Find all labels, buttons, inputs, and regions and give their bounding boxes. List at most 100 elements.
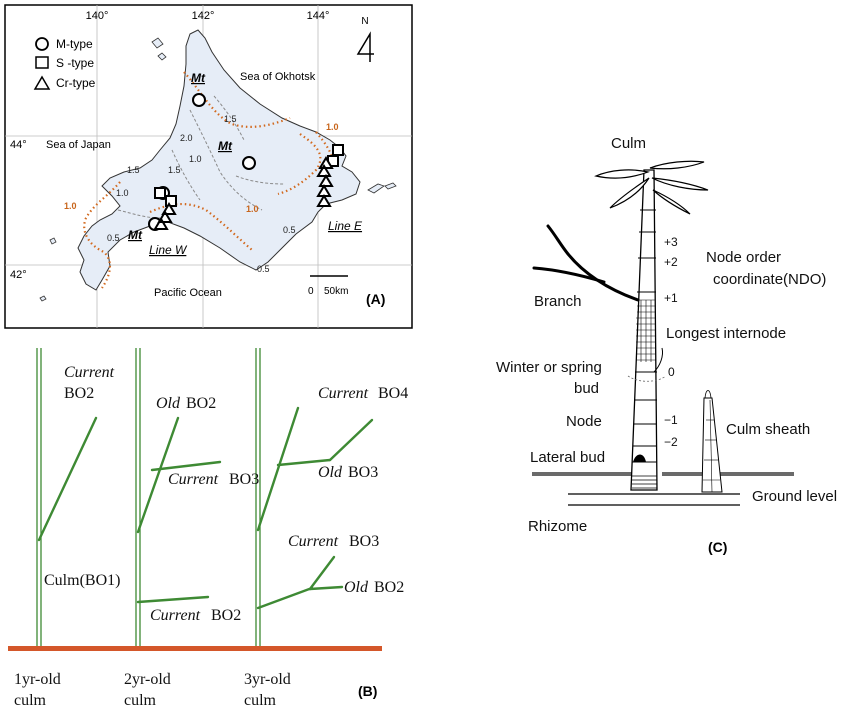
legend-label-cr: Cr-type xyxy=(56,76,96,90)
line-e-label: Line E xyxy=(328,219,363,233)
panel-c-culm: Culm Node order coordinate(NDO) Branch L… xyxy=(496,135,837,555)
side-branch xyxy=(532,224,640,302)
label-old-bo3: Old xyxy=(318,464,343,481)
label-old-culm2: Old xyxy=(156,395,181,412)
label-current-bo2-culm2: Current xyxy=(150,607,201,624)
winter-bud-label-2: bud xyxy=(574,380,599,397)
contour-label: 1.5 xyxy=(168,165,181,175)
ndo-minus1: −1 xyxy=(664,413,678,427)
node-order-label-2: coordinate(NDO) xyxy=(713,271,826,288)
north-arrow-icon xyxy=(356,31,374,62)
contour-label: 0.5 xyxy=(257,264,270,274)
label-bo2-culm2: BO2 xyxy=(186,395,216,412)
ndo-values: +3 +2 +1 0 −1 −2 xyxy=(664,235,678,449)
contour-label: 2.0 xyxy=(180,133,193,143)
contour-label-orange: 1.0 xyxy=(246,204,259,214)
branch-labels: Current BO2 Old BO2 Current BO3 Current … xyxy=(14,364,408,709)
mt-label-north: Mt xyxy=(191,71,206,85)
legend-square-icon xyxy=(35,56,49,69)
branches xyxy=(37,406,374,610)
lat-label-42: 42° xyxy=(10,269,27,281)
lon-label-144: 144° xyxy=(307,10,330,22)
orange-contours xyxy=(83,71,336,289)
label-current-bo2-culm1: Current xyxy=(64,364,115,381)
ndo-zero: 0 xyxy=(668,365,675,379)
contour-label: 0.5 xyxy=(283,225,296,235)
longest-internode-grid xyxy=(636,299,656,362)
rhizome-label: Rhizome xyxy=(528,518,587,535)
bud-arc xyxy=(627,375,667,382)
site-square-icon xyxy=(165,195,177,207)
node-label: Node xyxy=(566,413,602,430)
label-current-bo3-culm3: Current xyxy=(288,533,339,550)
label-bo3-culm3b: BO3 xyxy=(349,533,379,550)
label-current-bo3-culm2: Current xyxy=(168,471,219,488)
culm-sheath-icon xyxy=(701,397,723,493)
sea-japan-label: Sea of Japan xyxy=(46,139,111,151)
lateral-bud-icon xyxy=(633,454,646,462)
contour-label-orange: 1.0 xyxy=(64,201,77,211)
label-bo2-culm3: BO2 xyxy=(374,579,404,596)
panel-b-branching: Current BO2 Old BO2 Current BO3 Current … xyxy=(8,348,408,709)
north-label: N xyxy=(361,16,368,27)
sheath-hatch xyxy=(703,399,720,493)
rhizome-segments xyxy=(632,475,657,489)
caption-3yr: 3yr-old xyxy=(244,671,291,688)
winter-bud-icon xyxy=(653,347,663,373)
ndo-minus2: −2 xyxy=(664,435,678,449)
label-bo4: BO4 xyxy=(378,385,408,402)
caption-2yr: 2yr-old xyxy=(124,671,171,688)
scale-bar: 0 50km xyxy=(308,275,348,297)
ndo-plus2: +2 xyxy=(664,255,678,269)
legend-circle-icon xyxy=(35,37,49,51)
lon-label-140: 140° xyxy=(86,10,109,22)
caption-2yr-culm: culm xyxy=(124,692,157,709)
lat-label-44: 44° xyxy=(10,139,27,151)
site-triangle-icon xyxy=(316,156,334,207)
scale-zero: 0 xyxy=(308,286,314,297)
caption-1yr: 1yr-old xyxy=(14,671,61,688)
contour-label-orange: 1.0 xyxy=(326,122,339,132)
longest-internode-label: Longest internode xyxy=(666,325,786,342)
panel-a-map: N 140° 142° 144° 44° 42° M-type S -type … xyxy=(4,4,413,329)
ndo-plus1: +1 xyxy=(664,291,678,305)
panel-label-b: (B) xyxy=(358,683,377,699)
ndo-plus3: +3 xyxy=(664,235,678,249)
site-markers xyxy=(148,93,344,231)
lon-label-142: 142° xyxy=(192,10,215,22)
culm-label: Culm xyxy=(611,135,646,152)
label-current-bo4: Current xyxy=(318,385,369,402)
map-legend: M-type S -type Cr-type xyxy=(33,37,96,90)
pacific-label: Pacific Ocean xyxy=(154,287,222,299)
legend-triangle-icon xyxy=(33,75,51,90)
orange-contour-labels: 1.0 1.0 1.0 xyxy=(64,122,339,214)
north-arrow: N xyxy=(356,16,374,62)
caption-1yr-culm: culm xyxy=(14,692,47,709)
caption-3yr-culm: culm xyxy=(244,692,277,709)
grey-contours xyxy=(117,95,285,219)
ground-bar xyxy=(8,646,382,651)
ground-bar-left xyxy=(532,472,644,476)
contour-labels: 1.5 2.0 1.0 1.5 1.5 1.0 0.5 0.5 0.5 xyxy=(107,114,296,274)
ground-level-label: Ground level xyxy=(752,488,837,505)
label-culm-bo1: Culm(BO1) xyxy=(44,572,120,589)
contour-label: 1.0 xyxy=(116,188,129,198)
contour-label: 0.5 xyxy=(107,233,120,243)
small-islands xyxy=(39,37,397,302)
scale-label: 50km xyxy=(324,286,348,297)
culm-sheath-label: Culm sheath xyxy=(726,421,810,438)
sea-okhotsk-label: Sea of Okhotsk xyxy=(240,71,316,83)
label-bo2-culm2b: BO2 xyxy=(211,607,241,624)
site-square-icon xyxy=(332,144,344,156)
panel-label-c: (C) xyxy=(708,539,727,555)
line-w-label: Line W xyxy=(149,243,188,257)
ground-bar-right xyxy=(662,472,794,476)
label-bo3-culm3: BO3 xyxy=(348,464,378,481)
node-order-label-1: Node order xyxy=(706,249,781,266)
contour-label: 1.5 xyxy=(224,114,237,124)
branch-label: Branch xyxy=(534,293,582,310)
mt-label-central: Mt xyxy=(218,139,233,153)
site-circle-icon xyxy=(242,156,256,170)
contour-label: 1.0 xyxy=(189,154,202,164)
